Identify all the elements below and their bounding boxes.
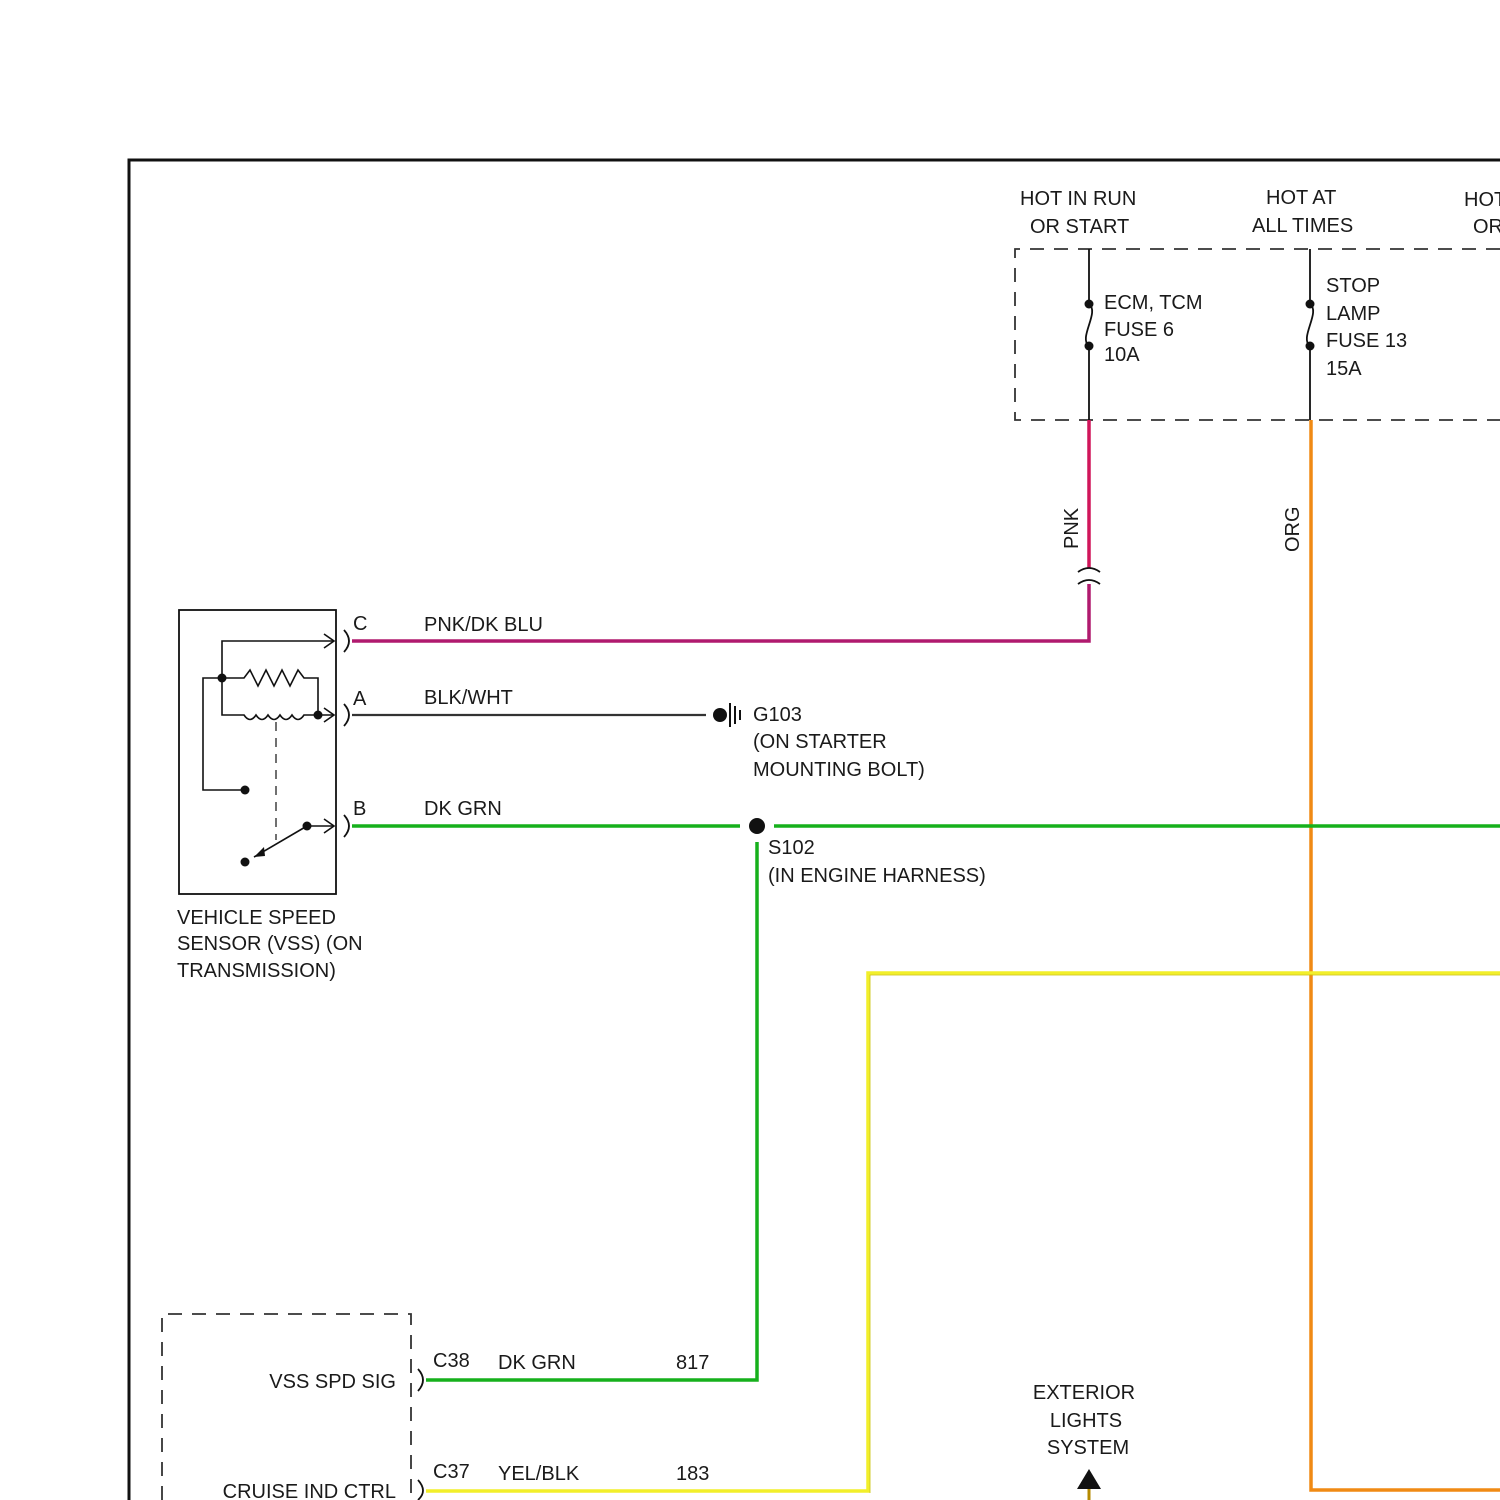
label-hot-cut-line2: OR [1473,216,1500,238]
ground-symbol-icon [713,703,740,727]
wire-label-org: ORG [1282,506,1304,552]
circuit-number-183: 183 [676,1463,709,1485]
fuse-block-outline [1015,249,1500,420]
pin-label-a: A [353,688,367,710]
fuse-stop-lamp [1306,249,1315,420]
ground-label-line1: G103 [753,704,802,726]
vss-connector-pins [344,630,349,837]
label-hot-cut-line1: HOT [1464,189,1500,211]
wire-label-blk-wht: BLK/WHT [424,687,513,709]
fuse-ecm-tcm [1085,249,1094,420]
vss-label-line1: VEHICLE SPEED [177,907,336,929]
diagram-frame [129,160,1500,1500]
splice-label-line2: (IN ENGINE HARNESS) [768,865,986,887]
inline-connector [1078,568,1100,584]
ground-label-line3: MOUNTING BOLT) [753,759,925,781]
splice-s102-dot [749,818,765,834]
fuse-stop-label-line1: STOP [1326,275,1380,297]
vss-label-line3: TRANSMISSION) [177,960,336,982]
module-connector-pins [418,1369,423,1500]
pin-label-c38: C38 [433,1350,470,1372]
fuse-ecm-label-line1: ECM, TCM [1104,292,1203,314]
fuse-stop-label-line4: 15A [1326,358,1362,380]
wire-yel-blk-edge [870,975,1500,1493]
circuit-number-817: 817 [676,1352,709,1374]
wire-label-dk-grn-module: DK GRN [498,1352,576,1374]
pin-label-c37: C37 [433,1461,470,1483]
vehicle-speed-sensor [179,610,336,894]
exterior-lights-label-line1: EXTERIOR [1033,1382,1135,1404]
arrow-up-icon [1077,1469,1101,1489]
fuse-ecm-label-line2: FUSE 6 [1104,319,1174,341]
module-pin-cruise-ind-ctrl: CRUISE IND CTRL [223,1481,396,1500]
wire-label-dk-grn: DK GRN [424,798,502,820]
label-hot-at-all-times-line2: ALL TIMES [1252,215,1353,237]
wire-dk-grn-branch [426,842,757,1380]
label-hot-at-all-times-line1: HOT AT [1266,187,1336,209]
wire-label-pnk-dk-blu: PNK/DK BLU [424,614,543,636]
fuse-stop-label-line2: LAMP [1326,303,1380,325]
wire-yel-blk [426,973,1500,1491]
module-outline [162,1314,411,1500]
pin-label-c: C [353,613,367,635]
wire-org [1311,420,1500,1490]
vss-label-line2: SENSOR (VSS) (ON [177,933,363,955]
label-hot-in-run-line1: HOT IN RUN [1020,188,1136,210]
wire-label-yel-blk: YEL/BLK [498,1463,580,1485]
fuse-stop-label-line3: FUSE 13 [1326,330,1407,352]
fuse-ecm-label-line3: 10A [1104,344,1140,366]
splice-label-line1: S102 [768,837,815,859]
label-hot-in-run-line2: OR START [1030,216,1129,238]
wire-label-pnk: PNK [1061,507,1083,549]
exterior-lights-label-line2: LIGHTS [1050,1410,1122,1432]
exterior-lights-label-line3: SYSTEM [1047,1437,1129,1459]
ground-label-line2: (ON STARTER [753,731,887,753]
pin-label-b: B [353,798,366,820]
module-pin-vss-spd-sig: VSS SPD SIG [269,1371,396,1393]
